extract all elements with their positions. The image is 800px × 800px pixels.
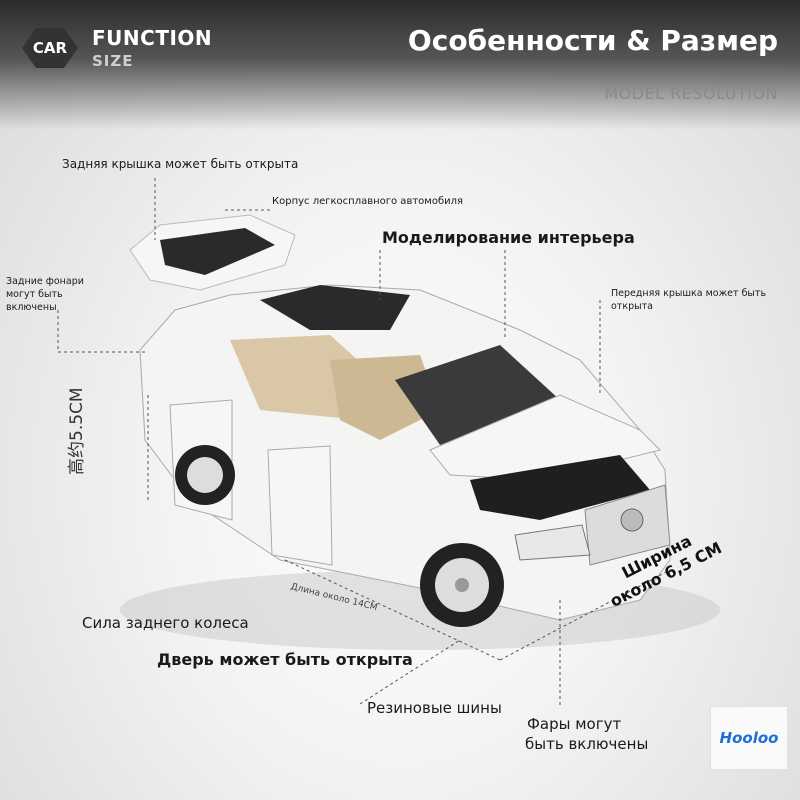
height-dimension: 高约5.5CM: [67, 387, 87, 475]
page-title: Особенности & Размер: [407, 24, 778, 57]
callout-hood: Передняя крышка может быть открыта: [611, 288, 767, 312]
brand-logo: Hooloo: [710, 706, 788, 770]
callout-headlights-line2: быть включены: [525, 735, 649, 753]
callout-door: Дверь может быть открыта: [157, 650, 413, 669]
function-title: FUNCTION: [92, 26, 213, 50]
callout-rear-wheel: Сила заднего колеса: [82, 614, 249, 632]
callout-tailgate: Задняя крышка может быть открыта: [62, 157, 299, 171]
callout-headlights-line1: Фары могут: [527, 715, 622, 733]
callout-interior: Моделирование интерьера: [382, 228, 635, 247]
header-background: [0, 0, 800, 130]
size-subtitle: SIZE: [92, 52, 134, 70]
callout-body: Корпус легкосплавного автомобиля: [272, 196, 464, 207]
car-badge: CAR: [22, 28, 78, 68]
model-resolution-label: MODEL RESOLUTION: [604, 84, 778, 103]
callout-tail-lights: Задние фонари могут быть включены: [6, 276, 84, 313]
callout-tires: Резиновые шины: [367, 699, 502, 717]
